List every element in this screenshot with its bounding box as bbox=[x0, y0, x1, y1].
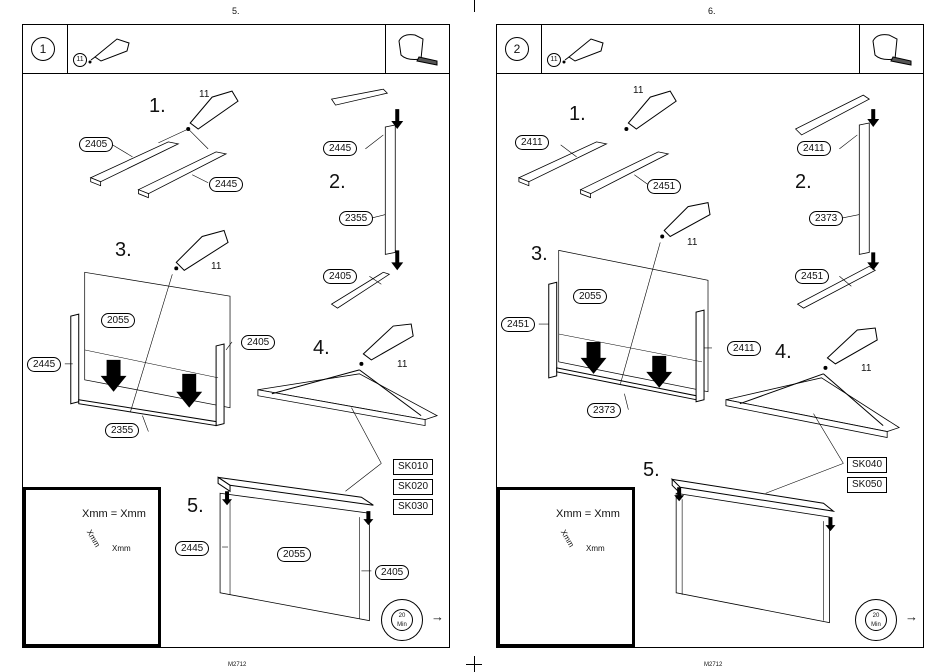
timer-value: 20 bbox=[873, 613, 880, 619]
timer-icon: 20 Min bbox=[855, 599, 897, 641]
inset-horiz-label: Xmm bbox=[112, 544, 131, 553]
measurement-inset: Xmm = Xmm Xmm Xmm bbox=[23, 487, 161, 647]
next-arrow-icon: → bbox=[431, 609, 444, 624]
part-label: 2411 bbox=[727, 341, 761, 356]
sk-code: SK020 bbox=[393, 479, 433, 495]
part-label: 2055 bbox=[573, 289, 607, 304]
inset-diag-label: Xmm bbox=[85, 528, 102, 549]
next-arrow-icon: → bbox=[905, 609, 918, 624]
part-label: 2055 bbox=[277, 547, 311, 562]
instruction-panel-step-1: 1 11 bbox=[22, 24, 450, 648]
part-label: 2055 bbox=[101, 313, 135, 328]
sub-step-5: 5. bbox=[187, 495, 204, 518]
part-label: 2405 bbox=[241, 335, 275, 350]
inset-equation: Xmm = Xmm bbox=[82, 508, 146, 520]
sub-step-5: 5. bbox=[643, 459, 660, 482]
page-number: 6. bbox=[708, 6, 716, 16]
part-label: 2373 bbox=[809, 211, 843, 226]
footer-code: M2712 bbox=[228, 662, 246, 668]
part-label: 2451 bbox=[795, 269, 829, 284]
part-label: 2373 bbox=[587, 403, 621, 418]
timer-face: 20 Min bbox=[865, 609, 887, 631]
sk-code: SK040 bbox=[847, 457, 887, 473]
part-label: 2355 bbox=[339, 211, 373, 226]
sub-step-2: 2. bbox=[329, 171, 346, 194]
part-label: 2355 bbox=[105, 423, 139, 438]
sk-code: SK030 bbox=[393, 499, 433, 515]
part-label: 2445 bbox=[27, 357, 61, 372]
sub-step-2: 2. bbox=[795, 171, 812, 194]
glue-label: 11 bbox=[687, 237, 697, 248]
part-label: 2445 bbox=[209, 177, 243, 192]
sub-step-3: 3. bbox=[115, 239, 132, 262]
sk-code: SK050 bbox=[847, 477, 887, 493]
footer-code: M2712 bbox=[704, 662, 722, 668]
part-label: 2445 bbox=[323, 141, 357, 156]
glue-label: 11 bbox=[199, 89, 209, 100]
timer-value: 20 bbox=[399, 613, 406, 619]
part-label: 2411 bbox=[797, 141, 831, 156]
glue-label: 11 bbox=[397, 359, 407, 370]
timer-unit: Min bbox=[397, 622, 407, 628]
glue-label: 11 bbox=[633, 85, 643, 96]
measurement-inset: Xmm = Xmm Xmm Xmm bbox=[497, 487, 635, 647]
part-label: 2405 bbox=[375, 565, 409, 580]
timer-icon: 20 Min bbox=[381, 599, 423, 641]
inset-equation: Xmm = Xmm bbox=[556, 508, 620, 520]
timer-unit: Min bbox=[871, 622, 881, 628]
instruction-panel-step-2: 2 11 bbox=[496, 24, 924, 648]
sub-step-4: 4. bbox=[775, 341, 792, 364]
page-number: 5. bbox=[232, 6, 240, 16]
inset-horiz-label: Xmm bbox=[586, 544, 605, 553]
sub-step-1: 1. bbox=[149, 95, 166, 118]
part-label: 2445 bbox=[175, 541, 209, 556]
crop-mark-top bbox=[474, 0, 475, 12]
part-label: 2451 bbox=[501, 317, 535, 332]
part-label: 2451 bbox=[647, 179, 681, 194]
glue-label: 11 bbox=[211, 261, 221, 272]
part-label: 2405 bbox=[323, 269, 357, 284]
inset-diag-label: Xmm bbox=[559, 528, 576, 549]
timer-face: 20 Min bbox=[391, 609, 413, 631]
sub-step-1: 1. bbox=[569, 103, 586, 126]
sk-code: SK010 bbox=[393, 459, 433, 475]
sub-step-3: 3. bbox=[531, 243, 548, 266]
part-label: 2411 bbox=[515, 135, 549, 150]
crop-mark-bottom-h bbox=[466, 664, 482, 665]
part-label: 2405 bbox=[79, 137, 113, 152]
glue-label: 11 bbox=[861, 363, 871, 374]
sub-step-4: 4. bbox=[313, 337, 330, 360]
